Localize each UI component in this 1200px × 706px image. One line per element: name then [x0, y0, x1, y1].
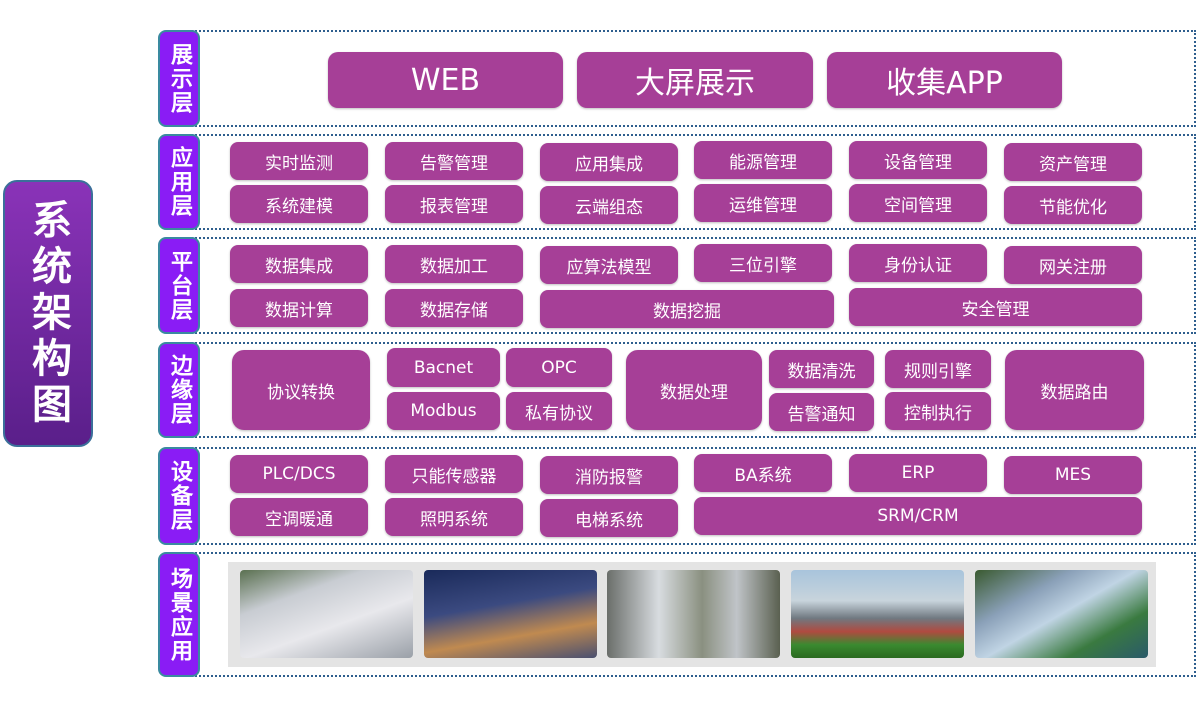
block-edge-item: 控制执行: [885, 392, 991, 430]
campus-image: [791, 570, 964, 658]
block-app-item: 系统建模: [230, 185, 368, 223]
block-big-screen: 大屏展示: [577, 52, 813, 108]
block-edge-item: Modbus: [387, 392, 500, 430]
block-app-item: 实时监测: [230, 142, 368, 180]
block-edge-item: 协议转换: [232, 350, 370, 430]
block-edge-item: Bacnet: [387, 348, 500, 387]
block-platform-item: 应算法模型: [540, 246, 678, 284]
layer-label-edge: 边缘层: [158, 342, 200, 438]
block-app-item: 空间管理: [849, 184, 987, 222]
factory-image: [240, 570, 413, 658]
block-app-item: 云端组态: [540, 186, 678, 224]
block-platform-item: 身份认证: [849, 244, 987, 282]
block-device-item: ERP: [849, 454, 987, 492]
block-platform-item: 三位引擎: [694, 244, 832, 282]
diagram-title: 系统架构图: [3, 180, 93, 447]
block-app-item: 节能优化: [1004, 186, 1142, 224]
block-app-item: 告警管理: [385, 142, 523, 180]
town-image: [975, 570, 1148, 658]
residential-image: [607, 570, 780, 658]
block-edge-item: 私有协议: [506, 392, 612, 430]
layer-label-platform: 平台层: [158, 237, 200, 334]
block-app-item: 运维管理: [694, 184, 832, 222]
layer-box-scenario: [180, 552, 1196, 677]
block-edge-item: 规则引擎: [885, 350, 991, 388]
layer-box-device: [180, 447, 1196, 545]
block-app-item: 设备管理: [849, 141, 987, 179]
block-platform-item: 数据挖掘: [540, 290, 834, 328]
layer-box-edge: [180, 342, 1196, 438]
block-app-item: 报表管理: [385, 185, 523, 223]
layer-box-platform: [180, 237, 1196, 334]
block-app-item: 应用集成: [540, 143, 678, 181]
block-edge-item: 数据处理: [626, 350, 762, 430]
layer-label-application: 应用层: [158, 134, 200, 230]
block-web: WEB: [328, 52, 563, 108]
block-app-item: 能源管理: [694, 141, 832, 179]
layer-label-presentation: 展示层: [158, 30, 200, 127]
block-platform-item: 安全管理: [849, 288, 1142, 326]
block-device-item: 照明系统: [385, 498, 523, 536]
block-edge-item: 数据路由: [1005, 350, 1144, 430]
block-device-item: MES: [1004, 456, 1142, 494]
block-device-item: BA系统: [694, 454, 832, 492]
block-platform-item: 数据存储: [385, 289, 523, 327]
block-device-item: 只能传感器: [385, 455, 523, 493]
layer-label-device: 设备层: [158, 447, 200, 545]
block-device-item: PLC/DCS: [230, 455, 368, 493]
block-platform-item: 数据计算: [230, 289, 368, 327]
block-edge-item: OPC: [506, 348, 612, 387]
layer-box-application: [180, 134, 1196, 230]
layer-box-presentation: [180, 30, 1196, 127]
mall-image: [424, 570, 597, 658]
block-edge-item: 告警通知: [769, 393, 874, 431]
block-device-item: SRM/CRM: [694, 497, 1142, 535]
block-device-item: 空调暖通: [230, 498, 368, 536]
block-platform-item: 数据集成: [230, 245, 368, 283]
block-device-item: 消防报警: [540, 456, 678, 494]
layer-label-scenario: 场景应用: [158, 552, 200, 677]
block-device-item: 电梯系统: [540, 499, 678, 537]
block-app: 收集APP: [827, 52, 1062, 108]
block-platform-item: 数据加工: [385, 245, 523, 283]
block-edge-item: 数据清洗: [769, 350, 874, 388]
block-app-item: 资产管理: [1004, 143, 1142, 181]
block-platform-item: 网关注册: [1004, 246, 1142, 284]
